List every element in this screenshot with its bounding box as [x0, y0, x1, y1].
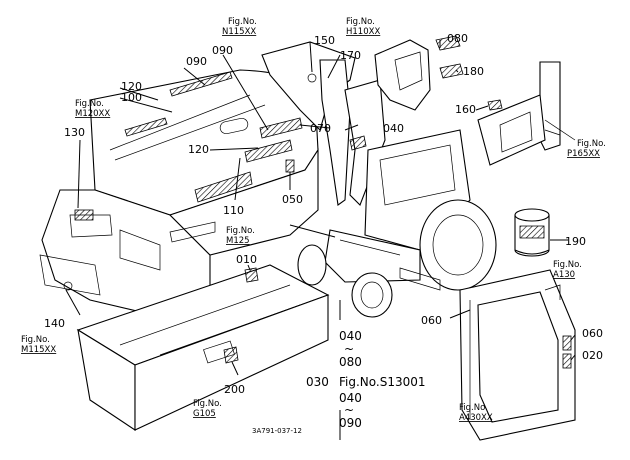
- part-label-060: 060: [582, 327, 603, 340]
- fig-word: Fig.No.: [577, 139, 606, 149]
- fig-ref-h110xx: H110XX: [346, 27, 380, 37]
- range-start: 040: [339, 329, 362, 343]
- range-tilde: ~: [344, 342, 354, 356]
- side-panel-frame: [261, 41, 386, 206]
- fig-ref-a430xx: A430XX: [459, 413, 493, 423]
- part-label-020: 020: [582, 349, 603, 362]
- fig-word: Fig.No.: [21, 335, 50, 345]
- fig-ref-p165xx: P165XX: [567, 149, 600, 159]
- figure-reference-labels: Fig.No. N115XX Fig.No. H110XX Fig.No. M1…: [21, 17, 606, 423]
- fig-word: Fig.No.: [459, 403, 488, 413]
- fig-ref-m115xx: M115XX: [21, 345, 56, 355]
- part-label-090: 090: [186, 55, 207, 68]
- drawing-code: 3A791-037-12: [252, 427, 302, 435]
- filter-cylinder: [514, 208, 550, 257]
- range-callout: 040 ~ 080 030 Fig.No.S13001 040 ~ 090: [306, 329, 426, 430]
- part-label-010: 010: [236, 253, 257, 266]
- fig-ref-m120xx: M120XX: [75, 109, 110, 119]
- part-label-060: 060: [421, 314, 442, 327]
- part-label-190: 190: [565, 235, 586, 248]
- part-label-090: 090: [212, 44, 233, 57]
- part-label-040: 040: [383, 122, 404, 135]
- part-label-140: 140: [44, 317, 65, 330]
- part-number-labels: 090 090 120 100 130 120 110 050 070 150 …: [44, 32, 603, 396]
- fig-ref-n115xx: N115XX: [222, 27, 256, 37]
- bracket-assembly: [477, 61, 576, 166]
- part-label-160: 160: [455, 103, 476, 116]
- range-end: 090: [339, 416, 362, 430]
- fig-word: Fig.No.: [226, 226, 255, 236]
- range-tilde: ~: [344, 403, 354, 417]
- tractor-body: [297, 129, 497, 318]
- fig-ref-m125: M125: [226, 236, 250, 246]
- hood-assembly: [39, 69, 319, 321]
- part-label-050: 050: [282, 193, 303, 206]
- part-label-170: 170: [340, 49, 361, 62]
- range-start: 040: [339, 391, 362, 405]
- fig-ref-g105: G105: [193, 409, 216, 419]
- fig-ref-s13001: Fig.No.S13001: [339, 375, 426, 389]
- fig-ref-a130: A130: [553, 270, 575, 280]
- step-undercover: [76, 264, 330, 432]
- part-label-100: 100: [121, 91, 142, 104]
- leader-lines: [65, 40, 576, 440]
- fig-word: Fig.No.: [553, 260, 582, 270]
- part-label-030: 030: [306, 375, 329, 389]
- part-label-120: 120: [188, 143, 209, 156]
- part-label-120: 120: [121, 80, 142, 93]
- part-label-110: 110: [223, 204, 244, 217]
- part-label-070: 070: [310, 122, 331, 135]
- part-label-180: 180: [463, 65, 484, 78]
- fig-word: Fig.No.: [193, 399, 222, 409]
- fig-word: Fig.No.: [228, 17, 257, 27]
- range-end: 080: [339, 355, 362, 369]
- part-label-150: 150: [314, 34, 335, 47]
- part-label-200: 200: [224, 383, 245, 396]
- fig-word: Fig.No.: [75, 99, 104, 109]
- part-label-080: 080: [447, 32, 468, 45]
- upper-side-cover: [374, 35, 503, 111]
- fig-word: Fig.No.: [346, 17, 375, 27]
- radiator-frame: [459, 269, 576, 441]
- part-label-130: 130: [64, 126, 85, 139]
